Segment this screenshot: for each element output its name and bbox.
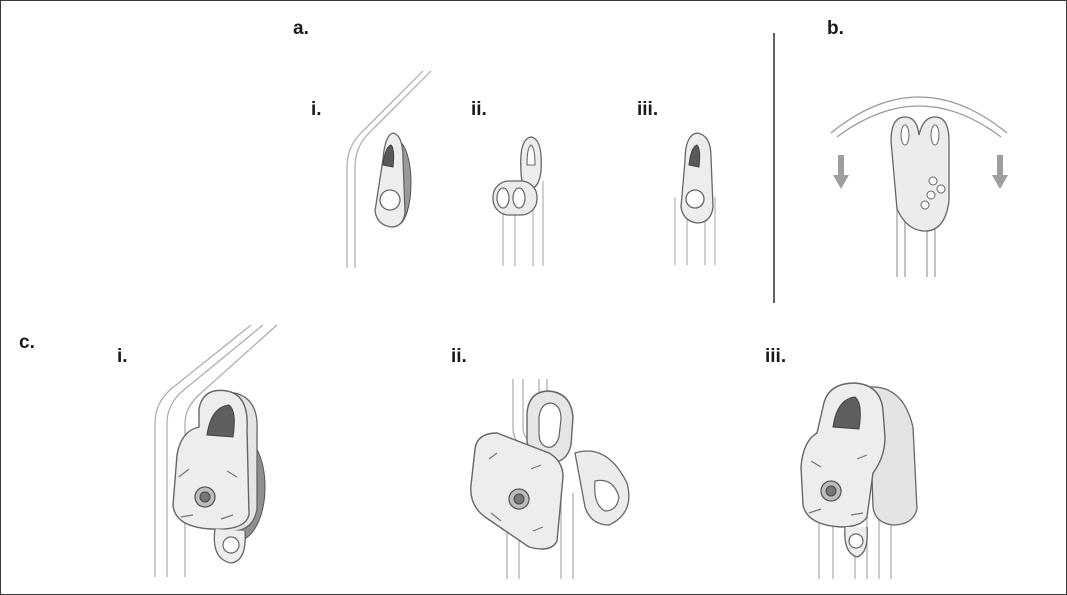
panel-c-step-2-drawing bbox=[470, 379, 630, 579]
panel-a-label: a. bbox=[293, 18, 309, 39]
panel-a-step-2-drawing bbox=[492, 136, 544, 266]
panel-c-step-2-label: ii. bbox=[451, 346, 467, 367]
rope-icon bbox=[346, 70, 432, 268]
panel-divider bbox=[773, 33, 775, 303]
rope-icon bbox=[830, 96, 1008, 134]
carabiner-icon bbox=[526, 390, 574, 464]
panel-c-label: c. bbox=[19, 332, 35, 353]
rope-icon bbox=[154, 324, 278, 577]
panel-a-step-3-label: iii. bbox=[637, 99, 659, 120]
panel-c-step-1-drawing bbox=[154, 324, 278, 577]
panel-b-label: b. bbox=[827, 18, 844, 39]
pulley-icon bbox=[680, 132, 714, 224]
arrow-down-icon bbox=[992, 155, 1008, 189]
pulley-icon bbox=[492, 136, 542, 216]
rope-icon bbox=[674, 197, 716, 265]
panel-a-step-1-label: i. bbox=[311, 99, 322, 120]
arrow-down-icon bbox=[833, 155, 849, 189]
panel-c-step-3-drawing bbox=[800, 382, 918, 579]
panel-b-drawing bbox=[830, 96, 1008, 277]
pulley-icon bbox=[374, 132, 412, 228]
panel-a-step-3-drawing bbox=[674, 132, 716, 265]
pulley-icon bbox=[470, 432, 630, 550]
pulley-icon bbox=[800, 382, 918, 558]
pulley-icon bbox=[172, 389, 266, 564]
pulley-icon bbox=[890, 116, 950, 232]
panel-c-step-1-label: i. bbox=[117, 346, 128, 367]
panel-a-step-1-drawing bbox=[346, 70, 432, 268]
panel-a-step-2-label: ii. bbox=[471, 99, 487, 120]
panel-c-step-3-label: iii. bbox=[765, 346, 787, 367]
